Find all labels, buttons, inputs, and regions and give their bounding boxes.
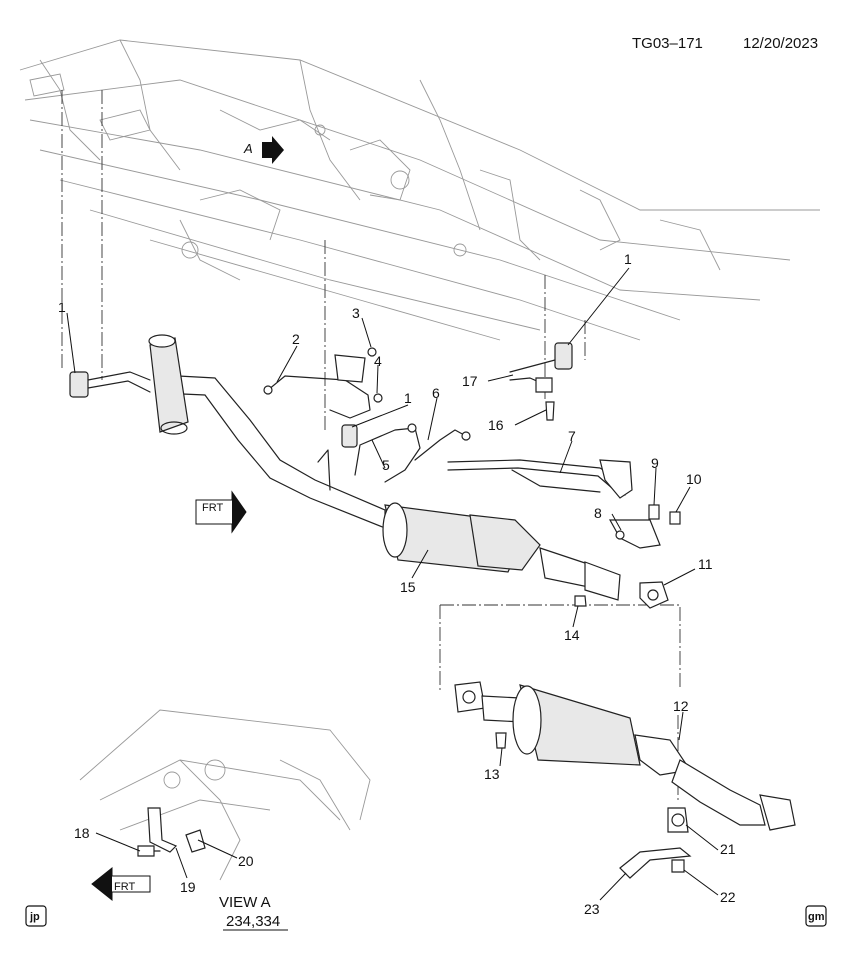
badge-right-frame <box>805 905 827 927</box>
view-arrow-label: A <box>243 141 253 156</box>
callout-9: 9 <box>651 455 659 471</box>
rear-hanger <box>619 807 692 879</box>
callout-22: 22 <box>720 889 736 905</box>
callout-17: 17 <box>462 373 478 389</box>
hanger-bracket-center <box>341 424 358 448</box>
callout-3: 3 <box>352 305 360 321</box>
view-a-inset <box>79 709 371 881</box>
badge-left-text: jp <box>29 911 40 923</box>
sensor-harness-5-6 <box>354 423 471 483</box>
callout-11: 11 <box>698 556 713 572</box>
callout-15: 15 <box>400 579 416 595</box>
callout-19: 19 <box>180 879 196 895</box>
callout-1a: 1 <box>58 299 66 315</box>
muffler-assembly <box>454 681 796 831</box>
view-a-front-arrow-head <box>92 868 112 900</box>
hanger-bracket-right <box>509 342 573 393</box>
view-a-front-indicator: FRT <box>91 866 151 902</box>
callout-7: 7 <box>568 428 576 444</box>
view-a-front-label: FRT <box>114 881 135 893</box>
front-arrow-head <box>232 492 246 532</box>
callout-1c: 1 <box>624 251 632 267</box>
bolt-13 <box>495 732 507 749</box>
exhaust-sensor-lines <box>447 459 633 499</box>
callout-2: 2 <box>292 331 300 347</box>
callout-14: 14 <box>564 627 580 643</box>
callout-12: 12 <box>673 698 689 714</box>
leader-lines <box>66 267 719 901</box>
callout-13: 13 <box>484 766 500 782</box>
view-a-pointer: A <box>243 136 284 164</box>
doc-date: 12/20/2023 <box>743 35 818 52</box>
hanger-bracket-left <box>69 371 151 398</box>
sensor-harness-2 <box>263 375 371 419</box>
view-a-title: VIEW A <box>219 894 271 911</box>
doc-code: TG03–171 <box>632 35 703 52</box>
badge-right: gm <box>805 905 827 927</box>
callout-1b: 1 <box>404 390 412 406</box>
sensor-bracket <box>334 347 383 403</box>
callout-4: 4 <box>374 353 382 369</box>
flange-gasket <box>639 581 669 609</box>
callout-16: 16 <box>488 417 504 433</box>
assembly-lines <box>61 90 681 800</box>
nut-14 <box>574 595 587 607</box>
callout-20: 20 <box>238 853 254 869</box>
gm-logo-text: gm <box>808 911 825 923</box>
callout-23: 23 <box>584 901 600 917</box>
sensor-cluster <box>608 504 681 549</box>
callout-labels: 1 1 1 2 3 4 5 6 7 8 9 10 11 12 13 14 15 … <box>58 251 736 917</box>
front-direction-indicator: FRT <box>195 490 247 534</box>
callout-6: 6 <box>432 385 440 401</box>
view-direction-arrow <box>262 136 284 164</box>
view-a-ref: 234,334 <box>226 913 280 930</box>
callout-18: 18 <box>74 825 90 841</box>
front-arrow-label: FRT <box>202 502 223 514</box>
bolt-16 <box>545 401 555 421</box>
front-pipe <box>159 374 386 529</box>
callout-5: 5 <box>382 457 390 473</box>
callout-10: 10 <box>686 471 702 487</box>
upper-canister <box>148 334 189 435</box>
vehicle-underbody <box>19 39 820 341</box>
callout-21: 21 <box>720 841 736 857</box>
catalytic-converter <box>382 502 621 601</box>
badge-left: jp <box>25 905 47 927</box>
badge-left-frame <box>25 905 47 927</box>
callout-8: 8 <box>594 505 602 521</box>
